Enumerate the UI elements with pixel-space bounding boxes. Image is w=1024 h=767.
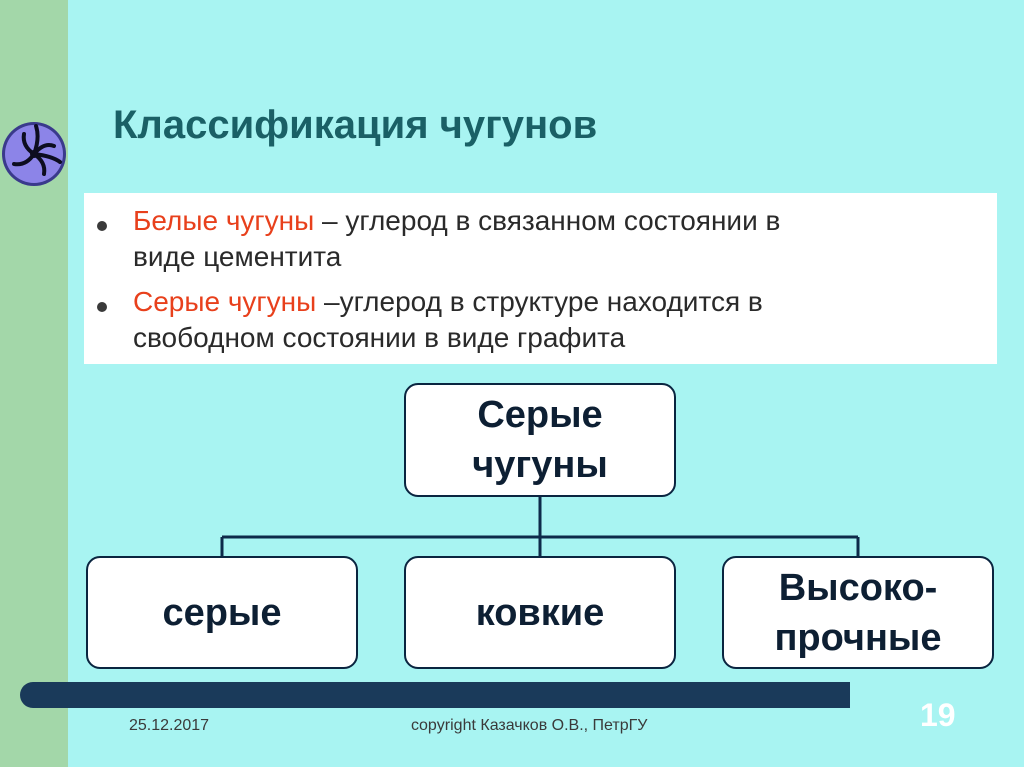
bullet-2-text: –углерод в структуре находится в xyxy=(316,286,763,317)
root-node: Серые чугуны xyxy=(404,383,676,497)
pinwheel-logo-icon xyxy=(2,122,66,186)
footer-copyright: copyright Казачков О.В., ПетрГУ xyxy=(411,717,648,734)
child-node-3-label: Высоко- прочные xyxy=(774,566,942,659)
bullet-box xyxy=(84,193,997,364)
child-node-1-label: серые xyxy=(162,591,282,634)
bullet-1-line-1: Белые чугуны – углерод в связанном состо… xyxy=(133,203,780,239)
bullet-1-text: – углерод в связанном состоянии в xyxy=(314,205,781,236)
slide-number: 19 xyxy=(920,697,956,733)
bullet-dot-2 xyxy=(97,302,107,312)
footer-bar xyxy=(20,682,850,708)
footer-date: 25.12.2017 xyxy=(129,717,210,734)
child-node-1: серые xyxy=(86,556,358,669)
child-node-2: ковкие xyxy=(404,556,676,669)
bullet-2-line-1: Серые чугуны –углерод в структуре находи… xyxy=(133,284,763,320)
bullet-2-highlight: Серые чугуны xyxy=(133,286,317,317)
bullet-dot-1 xyxy=(97,221,107,231)
bullet-1-highlight: Белые чугуны xyxy=(133,205,315,236)
child-node-2-label: ковкие xyxy=(475,591,605,634)
root-node-label: Серые чугуны xyxy=(472,394,608,486)
bullet-1-line-2: виде цементита xyxy=(133,241,342,272)
child-node-3: Высоко- прочные xyxy=(722,556,994,669)
bullet-2-line-2: свободном состоянии в виде графита xyxy=(133,322,626,353)
slide-title: Классификация чугунов xyxy=(113,103,598,147)
